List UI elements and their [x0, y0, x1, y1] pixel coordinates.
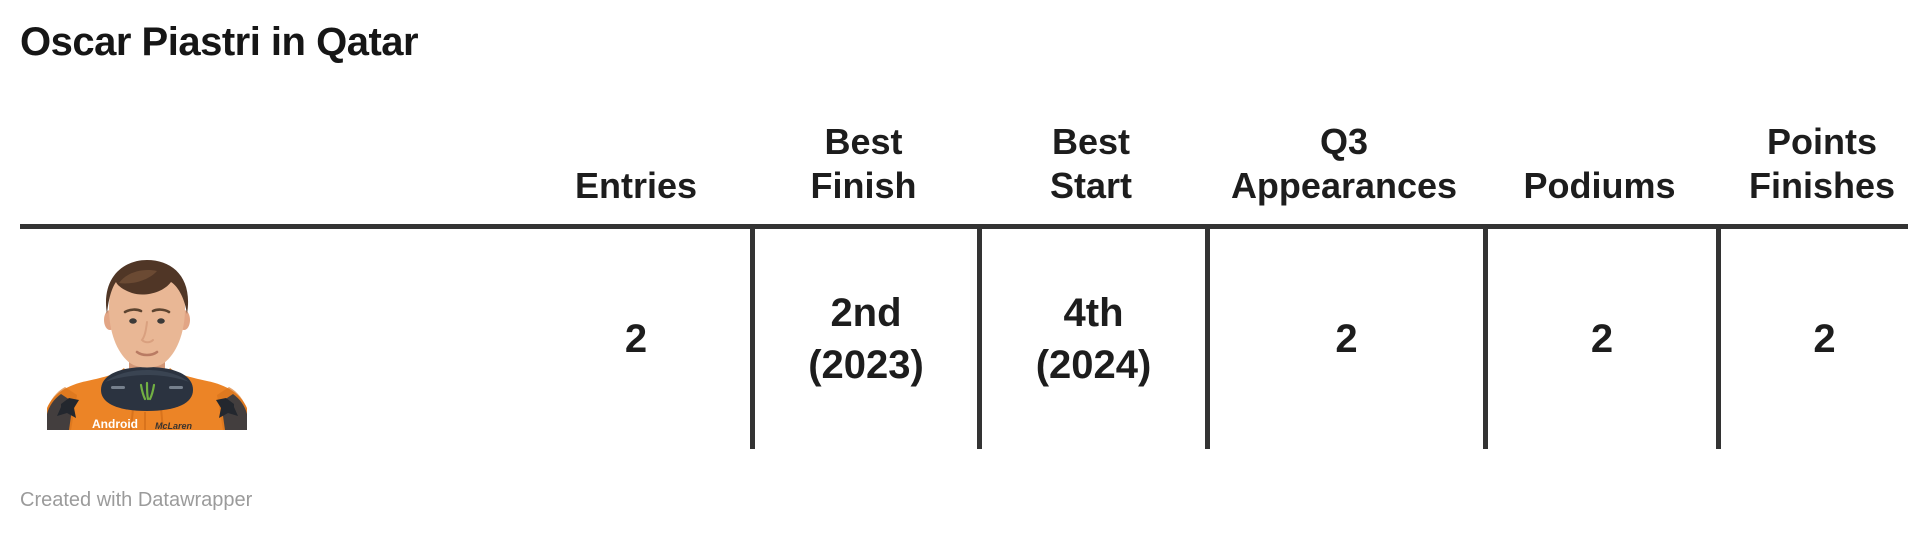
- cell-podiums: 2: [1483, 229, 1716, 449]
- page-title: Oscar Piastri in Qatar: [20, 20, 419, 64]
- header-podiums: Podiums: [1523, 165, 1676, 206]
- header-entries: Entries: [574, 165, 698, 206]
- header-best-finish: Best Finish: [810, 121, 917, 206]
- footer: Created with Datawrapper: [20, 489, 1928, 512]
- svg-text:McLaren: McLaren: [155, 421, 193, 430]
- cell-q3-appearances: 2: [1205, 229, 1483, 449]
- datawrapper-credit-link[interactable]: Created with Datawrapper: [20, 489, 253, 511]
- table-header-row: Entries Best Finish Best Start Q3 Appear…: [20, 120, 1928, 208]
- header-q3-appearances: Q3 Appearances: [1230, 121, 1458, 206]
- svg-text:Android: Android: [92, 417, 138, 430]
- header-rule: [20, 224, 1908, 229]
- driver-photo-cell: Android McLaren: [20, 229, 522, 449]
- header-driver: [20, 120, 522, 208]
- cell-entries: 2: [624, 317, 648, 361]
- table-row: Android McLaren: [20, 229, 1928, 449]
- cell-best-finish: 2nd (2023): [750, 229, 977, 449]
- header-points-finishes: Points Finishes: [1748, 121, 1896, 206]
- header-best-start: Best Start: [1049, 121, 1133, 206]
- cell-points-finishes: 2: [1716, 229, 1928, 449]
- cell-best-start: 4th (2024): [977, 229, 1205, 449]
- oscar-piastri-portrait-icon: Android McLaren: [47, 260, 247, 430]
